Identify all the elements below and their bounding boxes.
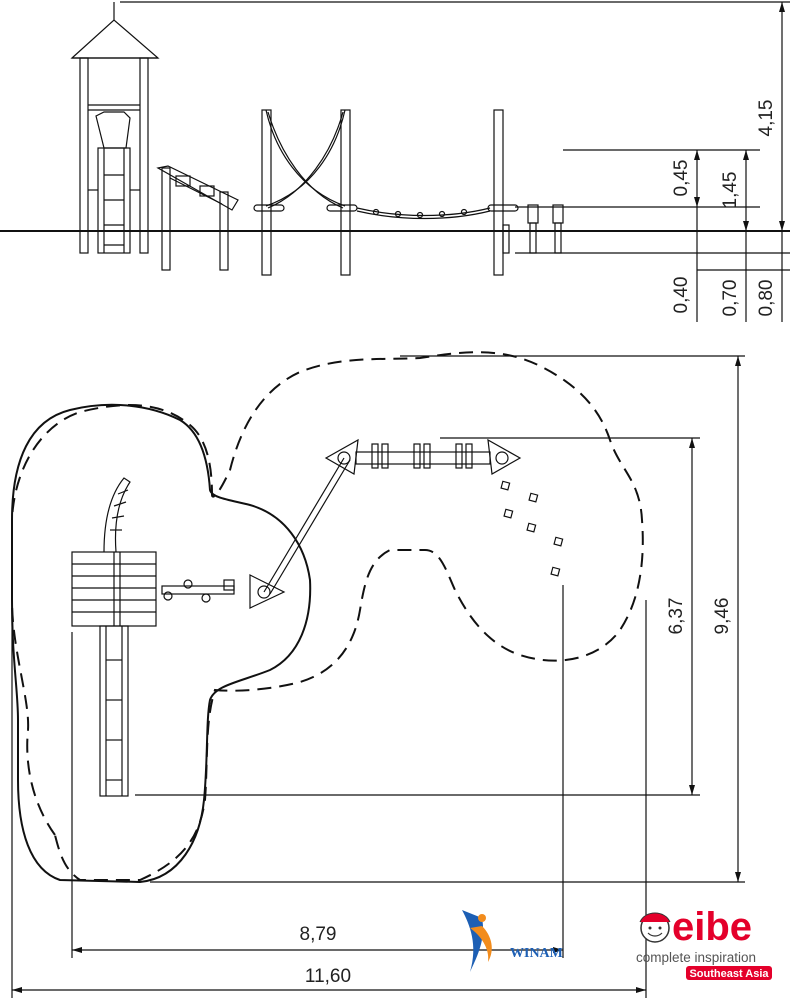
- dimension-upper-segment: 0,45: [671, 160, 692, 197]
- plan-dimension-lines: [11, 355, 745, 998]
- dimension-foundation-short: 0,40: [671, 277, 692, 314]
- balance-beam-plan: [161, 579, 235, 603]
- dimension-platform-height: 1,45: [720, 172, 741, 209]
- winam-logo-text: WINAM: [510, 946, 563, 961]
- eibe-tagline: complete inspiration: [636, 950, 756, 965]
- elevation-view: 4,15 0,45 1,45 0,40 0,70 0,80: [0, 1, 790, 322]
- elevation-dimension-lines: [515, 2, 790, 322]
- impact-area-solid-outline: [11, 403, 312, 884]
- dimension-foundation-long: 0,80: [756, 280, 777, 317]
- dimension-inner-width: 8,79: [300, 924, 337, 945]
- dimension-total-width: 11,60: [305, 966, 351, 987]
- smiley-face-icon: [639, 912, 671, 943]
- rope-bridge-elevation: [253, 109, 519, 276]
- dimension-total-depth: 9,46: [712, 598, 733, 635]
- region-badge: [686, 966, 772, 980]
- stepping-posts-elevation: [502, 204, 564, 254]
- eibe-logo: eibe complete inspiration Southeast Asia: [636, 905, 772, 980]
- balance-beam-elevation: [156, 165, 239, 271]
- tower-elevation: [70, 2, 160, 254]
- winam-logo: WINAM: [462, 910, 563, 972]
- eibe-logo-text: eibe: [672, 905, 752, 949]
- dimension-total-height: 4,15: [756, 100, 777, 137]
- safety-area-dashed-outline: [11, 351, 644, 881]
- stepping-posts-plan: [500, 480, 564, 577]
- rope-bridge-plan: [249, 438, 522, 609]
- plan-view: 6,37 9,46 8,79 11,60: [11, 351, 745, 998]
- dimension-inner-depth: 6,37: [666, 598, 687, 635]
- dimension-foundation-mid: 0,70: [720, 280, 741, 317]
- region-badge-text: Southeast Asia: [689, 968, 769, 980]
- tower-slide-plan: [71, 477, 157, 797]
